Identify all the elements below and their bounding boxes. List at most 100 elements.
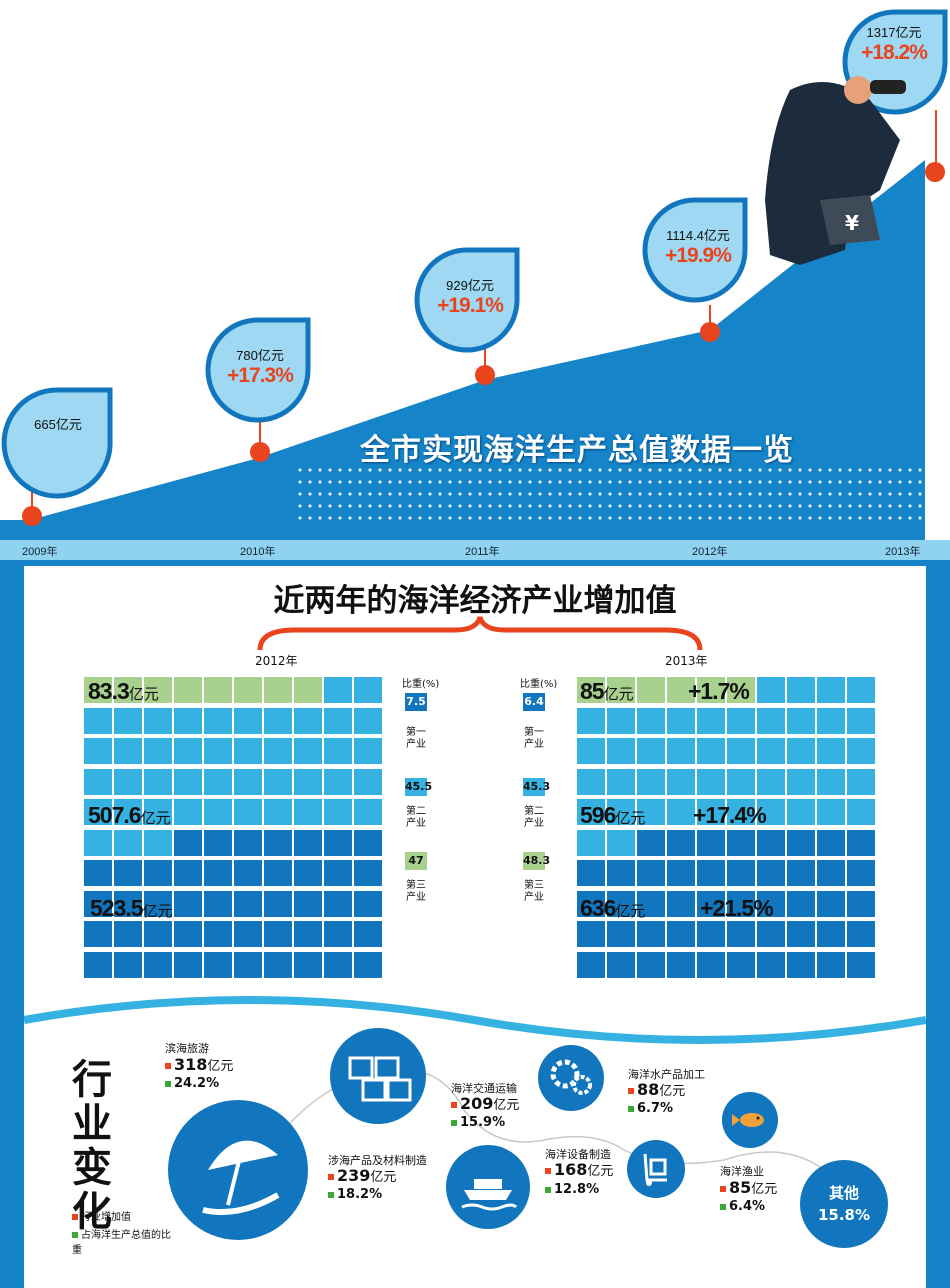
waffle-cell bbox=[174, 829, 202, 856]
waffle-cell bbox=[234, 677, 262, 703]
waffle-cell bbox=[234, 890, 262, 917]
waffle-cell bbox=[324, 951, 352, 978]
waffle-cell bbox=[174, 890, 202, 917]
other-label: 其他 15.8% bbox=[800, 1182, 888, 1226]
waffle-cell bbox=[637, 677, 665, 703]
waffle-cell bbox=[174, 677, 202, 703]
waffle-cell bbox=[607, 707, 635, 734]
waffle-cell bbox=[84, 707, 112, 734]
waffle-cell bbox=[757, 951, 785, 978]
waffle-cell bbox=[144, 890, 172, 917]
waffle-cell bbox=[577, 921, 605, 947]
item-pct: 12.8% bbox=[545, 1182, 599, 1197]
section-title: 近两年的海洋经济产业增加值 bbox=[273, 583, 677, 619]
item-name: 滨海旅游 bbox=[165, 1042, 209, 1055]
waffle-cell bbox=[234, 860, 262, 886]
drop-text-2009: 665亿元 bbox=[18, 414, 98, 433]
waffle-cell bbox=[697, 921, 725, 947]
waffle-cell bbox=[847, 860, 875, 886]
waffle-label-2013-tertiary: 636亿元 bbox=[580, 895, 645, 922]
waffle-cell bbox=[144, 768, 172, 795]
waffle-cell bbox=[667, 921, 695, 947]
waffle-cell bbox=[847, 951, 875, 978]
waffle-cell bbox=[817, 890, 845, 917]
waffle-cell bbox=[727, 890, 755, 917]
waffle-cell bbox=[817, 799, 845, 825]
year-label: 2012年 bbox=[692, 546, 728, 558]
waffle-cell bbox=[667, 707, 695, 734]
share-box-2012-tertiary: 47 bbox=[405, 852, 427, 870]
item-pct: 15.8% bbox=[817, 1206, 871, 1224]
waffle-cell bbox=[234, 921, 262, 947]
waffle-cell bbox=[607, 890, 635, 917]
waffle-cell bbox=[354, 890, 382, 917]
waffle-cell bbox=[324, 921, 352, 947]
share-box-2012-secondary: 45.5 bbox=[405, 778, 432, 796]
waffle-cell bbox=[697, 707, 725, 734]
waffle-cell bbox=[354, 829, 382, 856]
waffle-cell bbox=[174, 738, 202, 764]
growth-label: +17.3% bbox=[227, 364, 294, 387]
drop-callout-2009 bbox=[1, 387, 113, 499]
waffle-cell bbox=[817, 768, 845, 795]
waffle-cell bbox=[847, 707, 875, 734]
waffle-cell bbox=[667, 951, 695, 978]
growth-area-chart: ¥ bbox=[0, 9, 950, 560]
waffle-cell bbox=[144, 677, 172, 703]
waffle-cell bbox=[727, 738, 755, 764]
waffle-cell bbox=[697, 951, 725, 978]
share-name: 第三产业 bbox=[406, 880, 426, 903]
fish-icon bbox=[722, 1092, 778, 1148]
item-pct: 6.7% bbox=[628, 1101, 673, 1116]
waffle-cell bbox=[577, 768, 605, 795]
waffle-cell bbox=[637, 799, 665, 825]
waffle-cell bbox=[787, 768, 815, 795]
value-number: 596 bbox=[580, 802, 616, 828]
waffle-cell bbox=[294, 921, 322, 947]
waffle-cell bbox=[577, 890, 605, 917]
waffle-label-2012-primary: 83.3亿元 bbox=[88, 678, 159, 705]
item-value: 85亿元 bbox=[720, 1178, 777, 1197]
item-value: 168亿元 bbox=[545, 1160, 613, 1179]
waffle-label-2012-secondary: 507.6亿元 bbox=[88, 802, 171, 829]
drop-callout-2010 bbox=[205, 317, 311, 423]
waffle-cell bbox=[817, 951, 845, 978]
waffle-cell bbox=[174, 921, 202, 947]
share-name: 第一产业 bbox=[524, 727, 544, 750]
waffle-cell bbox=[727, 860, 755, 886]
waffle-cell bbox=[204, 738, 232, 764]
item-pct: 18.2% bbox=[328, 1187, 382, 1202]
share-name: 第二产业 bbox=[524, 806, 544, 829]
waffle-cell bbox=[354, 738, 382, 764]
waffle-cell bbox=[354, 860, 382, 886]
waffle-cell bbox=[787, 677, 815, 703]
waffle-cell bbox=[354, 677, 382, 703]
waffle-cell bbox=[697, 890, 725, 917]
waffle-cell bbox=[637, 829, 665, 856]
waffle-cell bbox=[264, 768, 292, 795]
waffle-cell bbox=[637, 951, 665, 978]
waffle-label-2013-primary: 85亿元 bbox=[580, 678, 634, 705]
waffle-cell bbox=[667, 860, 695, 886]
waffle-cell bbox=[697, 677, 725, 703]
waffle-cell bbox=[607, 738, 635, 764]
share-box-2013-tertiary: 48.3 bbox=[523, 852, 550, 870]
legend-text: 行业增加值 bbox=[81, 1212, 131, 1223]
data-point-2009 bbox=[22, 506, 42, 526]
waffle-cell bbox=[294, 677, 322, 703]
waffle-cell bbox=[234, 829, 262, 856]
gears-icon bbox=[538, 1045, 604, 1111]
beach-umbrella-icon bbox=[168, 1100, 308, 1240]
data-point-2011 bbox=[475, 365, 495, 385]
waffle-cell bbox=[264, 921, 292, 947]
waffle-cell bbox=[324, 829, 352, 856]
area-dot-pattern bbox=[298, 468, 922, 520]
waffle-cell bbox=[637, 768, 665, 795]
other-circle: 其他 15.8% bbox=[800, 1160, 888, 1248]
waffle-cell bbox=[204, 951, 232, 978]
timeline-band bbox=[0, 540, 950, 560]
waffle-cell bbox=[294, 829, 322, 856]
waffle-cell bbox=[324, 677, 352, 703]
waffle-cell bbox=[757, 921, 785, 947]
waffle-cell bbox=[577, 707, 605, 734]
